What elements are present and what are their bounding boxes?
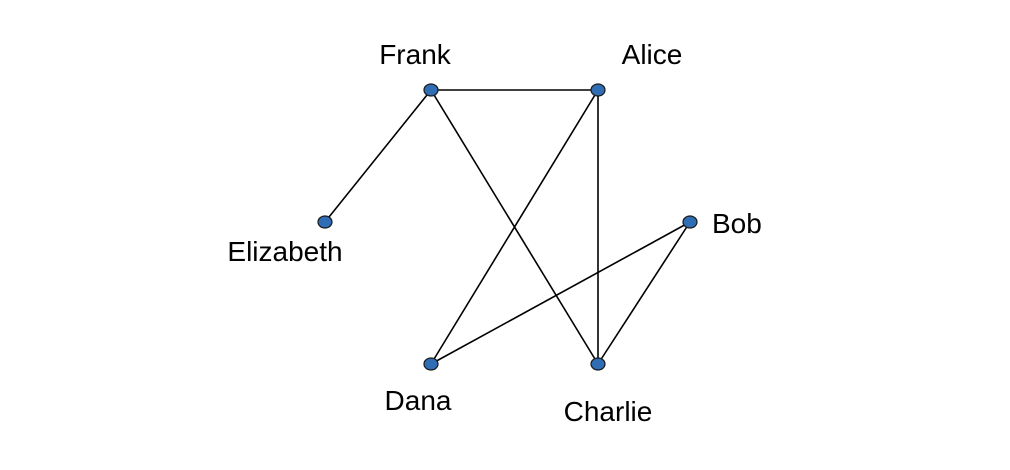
edge-bob-charlie: [597, 221, 691, 365]
edges-layer: [324, 89, 691, 365]
node-charlie: [590, 357, 606, 371]
node-label-alice: Alice: [622, 39, 683, 70]
node-frank: [423, 83, 439, 97]
node-elizabeth: [317, 215, 333, 229]
node-dana: [423, 357, 439, 371]
node-label-elizabeth: Elizabeth: [227, 236, 342, 267]
node-label-bob: Bob: [712, 208, 762, 239]
edge-bob-dana: [430, 221, 691, 365]
edge-alice-dana: [430, 89, 599, 365]
edge-frank-elizabeth: [324, 89, 432, 223]
nodes-layer: [317, 83, 698, 371]
node-bob: [682, 215, 698, 229]
node-label-charlie: Charlie: [564, 396, 653, 427]
node-label-dana: Dana: [385, 385, 452, 416]
node-label-frank: Frank: [379, 39, 452, 70]
node-alice: [590, 83, 606, 97]
